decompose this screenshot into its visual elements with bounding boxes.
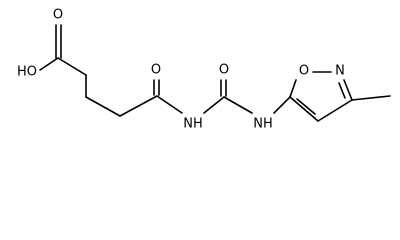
atom-label-amine-nitrogen: NH xyxy=(253,117,273,132)
bond-c9-c8 xyxy=(317,99,353,122)
bonds xyxy=(39,24,391,122)
atom-label-hydroxyl: HO xyxy=(17,65,37,80)
bond-c9-methyl xyxy=(351,95,391,101)
bond-c8-c7-double xyxy=(296,98,316,115)
bond-c8-c7 xyxy=(289,96,319,122)
bond-c5-n1 xyxy=(156,95,183,114)
atom-label-urea-oxygen: O xyxy=(219,63,229,78)
bond-n1-c6 xyxy=(203,96,225,114)
atom-label-imide-nitrogen: NH xyxy=(183,117,203,132)
atom-labels: HO O O NH O NH O N xyxy=(17,8,345,132)
bond-n-ring-c9 xyxy=(343,79,353,101)
bond-c4-c5 xyxy=(119,95,158,117)
atom-label-ring-nitrogen: N xyxy=(335,64,345,79)
bond-c1-oh xyxy=(39,57,59,71)
atom-label-acid-oxygen: O xyxy=(53,8,63,23)
bond-n-ring-c9-double xyxy=(338,82,346,99)
bond-c7-o-ring xyxy=(289,79,297,98)
atom-label-ring-oxygen: O xyxy=(299,64,309,79)
bond-n2-c7 xyxy=(273,96,291,114)
atom-label-amide-oxygen: O xyxy=(151,63,161,78)
molecule-structure: HO O O NH O NH O N xyxy=(17,8,391,132)
bond-c1-c2 xyxy=(57,57,87,76)
bond-c6-n2 xyxy=(223,96,253,114)
bond-c3-c4 xyxy=(85,96,121,117)
